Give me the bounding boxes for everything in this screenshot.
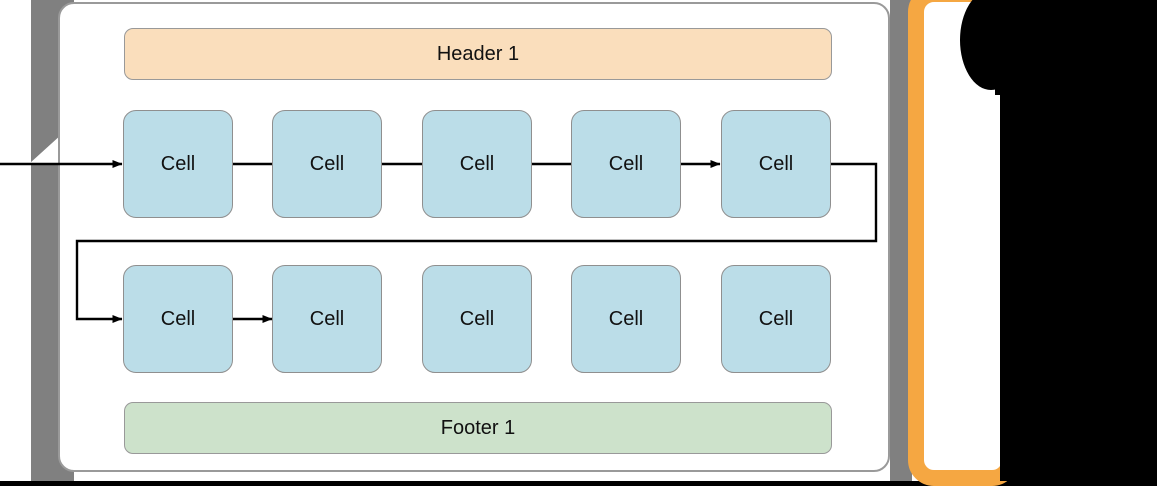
cell-label: Cell	[758, 152, 794, 175]
cell-row2-2: Cell	[272, 265, 382, 373]
cell-label: Cell	[608, 152, 644, 175]
cell-label: Cell	[459, 152, 495, 175]
cell-row1-2: Cell	[272, 110, 382, 218]
cell-label: Cell	[459, 307, 495, 330]
header-band-label: Header 1	[436, 42, 520, 65]
footer-band-label: Footer 1	[440, 416, 516, 439]
cell-label: Cell	[309, 307, 345, 330]
black-occlusion-region	[1000, 0, 1157, 481]
cell-label: Cell	[758, 307, 794, 330]
cell-label: Cell	[160, 152, 196, 175]
cell-row1-1: Cell	[123, 110, 233, 218]
cell-row1-3: Cell	[422, 110, 532, 218]
cell-row2-3: Cell	[422, 265, 532, 373]
cell-label: Cell	[608, 307, 644, 330]
cell-row2-1: Cell	[123, 265, 233, 373]
cell-row1-4: Cell	[571, 110, 681, 218]
cell-label: Cell	[309, 152, 345, 175]
cell-row2-4: Cell	[571, 265, 681, 373]
container-band-right	[890, 0, 912, 481]
cell-row1-5: Cell	[721, 110, 831, 218]
header-band: Header 1	[124, 28, 832, 80]
footer-band: Footer 1	[124, 402, 832, 454]
cell-row2-5: Cell	[721, 265, 831, 373]
cell-label: Cell	[160, 307, 196, 330]
